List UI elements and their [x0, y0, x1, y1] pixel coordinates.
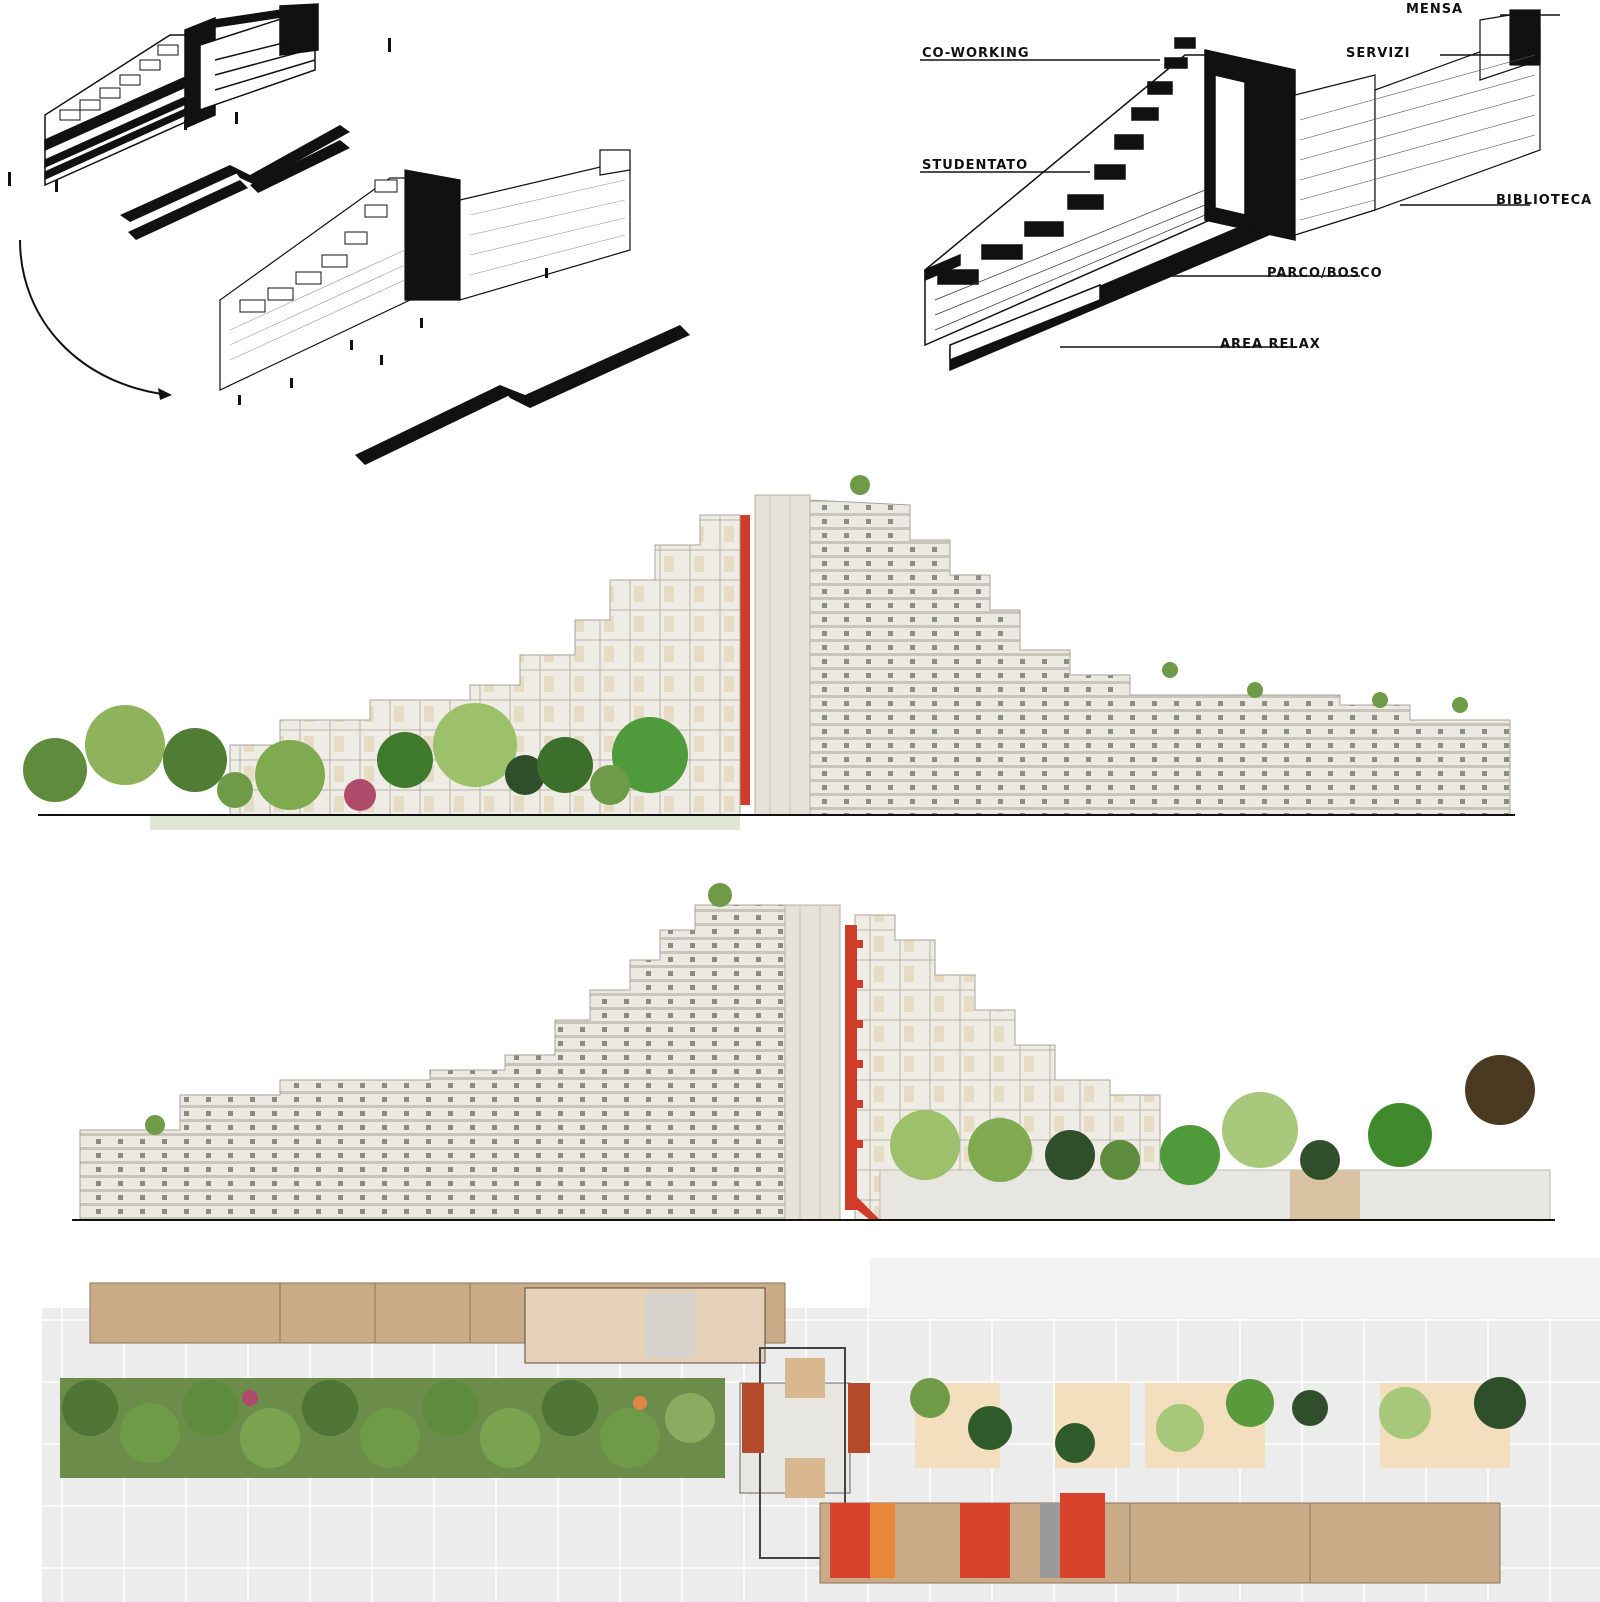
label-area-relax: AREA RELAX: [1220, 337, 1321, 352]
label-parco-bosco: PARCO/BOSCO: [1267, 266, 1383, 281]
elevation-south-svg: [72, 883, 1555, 1221]
large-block: [219, 149, 631, 391]
site-plan: [0, 1258, 1600, 1602]
elevation-north-trees: [23, 475, 1468, 811]
elevation-south-red-stair: [845, 925, 880, 1220]
axo-studentato: [924, 37, 1211, 347]
label-co-working: CO-WORKING: [922, 46, 1030, 61]
plan-core: [739, 1347, 870, 1559]
transformation-arrow: [19, 239, 171, 396]
large-block-steps: [239, 179, 398, 313]
axo-core-tower: [1204, 49, 1296, 241]
leader-lines: [920, 14, 1560, 348]
axo-biblioteca-grid: [1299, 54, 1536, 221]
elevation-south-fence: [879, 1169, 1551, 1221]
elevation-north-core: [754, 494, 811, 816]
transformation-diagram: [0, 0, 720, 480]
human-figures: [8, 38, 548, 405]
small-block-steps: [59, 44, 179, 121]
elevation-north-meadow: [150, 815, 740, 830]
large-footprint: [355, 325, 690, 465]
site-plan-svg: [42, 1258, 1600, 1602]
transformation-diagram-svg: [8, 3, 690, 465]
axo-biblioteca: [1294, 9, 1541, 236]
large-block-grid: [229, 179, 626, 361]
elevation-south-core: [784, 904, 841, 1221]
label-biblioteca: BIBLIOTECA: [1496, 193, 1593, 208]
elevation-south: [0, 870, 1600, 1250]
elevation-north-right-mass: [809, 499, 1511, 816]
elevation-north-left-mass: [229, 514, 741, 816]
elevation-south-trees: [145, 883, 1535, 1185]
elevation-north: [0, 460, 1600, 860]
program-axonometric: MENSA CO-WORKING SERVIZI STUDENTATO BIBL…: [920, 0, 1600, 400]
arrow-head-icon: [158, 388, 172, 400]
plan-bottom-building: [819, 1493, 1501, 1584]
program-axonometric-svg: [920, 9, 1560, 372]
small-block: [44, 3, 319, 187]
label-servizi: SERVIZI: [1346, 46, 1411, 61]
small-footprint: [120, 125, 350, 240]
axo-studentato-grid: [934, 189, 1206, 331]
label-mensa: MENSA: [1406, 2, 1464, 17]
elevation-north-svg: [23, 475, 1515, 830]
label-studentato: STUDENTATO: [922, 158, 1029, 173]
plan-courtyards: [910, 1377, 1526, 1468]
plan-forest: [60, 1378, 725, 1478]
elevation-south-left-mass: [79, 904, 786, 1221]
